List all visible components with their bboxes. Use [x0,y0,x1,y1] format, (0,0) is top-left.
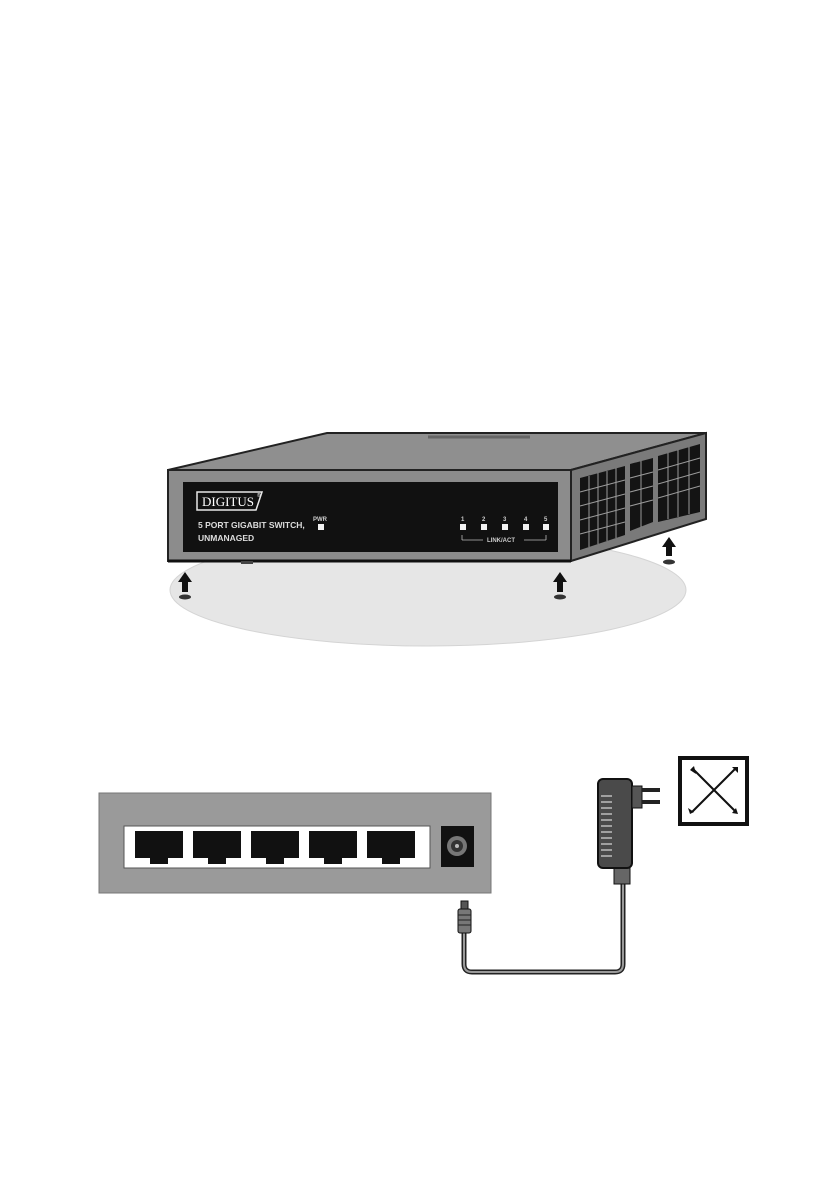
dc-plug [458,901,471,933]
port-led-1 [460,524,466,530]
link-act-label: LINK/ACT [487,538,515,544]
product-name-line1: 5 PORT GIGABIT SWITCH, [198,520,305,530]
digitus-logo: DIGITUS ® [197,492,262,510]
port-led-4 [523,524,529,530]
brand-logo-text: DIGITUS [202,494,254,509]
port-led-5 [543,524,549,530]
port-led-3 [502,524,508,530]
product-name-line2: UNMANAGED [198,533,254,543]
svg-text:®: ® [257,492,261,499]
crossed-out-box-icon [680,758,747,824]
pwr-label: PWR [313,517,328,523]
dc-power-jack [441,826,474,867]
port-led-2 [481,524,487,530]
pwr-led [318,524,324,530]
wall-plug-adapter-icon [598,779,660,884]
power-cable [464,884,623,972]
front-foot-mark [241,561,253,564]
up-arrow-icon [662,537,676,565]
